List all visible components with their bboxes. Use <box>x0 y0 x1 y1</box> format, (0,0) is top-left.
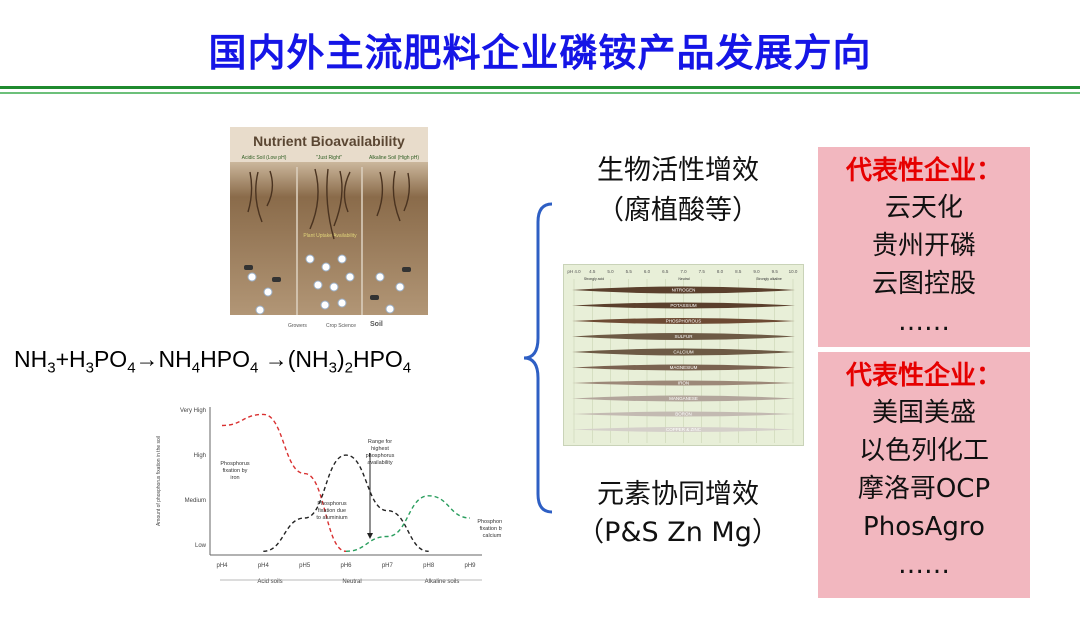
ph-tick-label: 7.0 <box>680 269 687 274</box>
x-tick-label: pH5 <box>299 563 311 569</box>
y-tick-label: Medium <box>185 498 206 504</box>
nutrient-band <box>572 348 795 356</box>
company-item: 摩洛哥OCP <box>857 474 991 504</box>
company-item: PhosAgro <box>863 512 985 542</box>
chemical-equation: NH3+H3PO4→NH4HPO4 →(NH3)2HPO4 <box>14 346 412 377</box>
nutrient-label: MAGNESIUM <box>670 365 698 370</box>
nutrient-band <box>572 380 795 386</box>
y-tick-label: Very High <box>180 408 206 414</box>
slide-title: 国内外主流肥料企业磷铵产品发展方向 <box>208 31 872 75</box>
bio-foot-text: Crop Science <box>326 323 357 329</box>
ph-tick-label: 10.0 <box>789 269 798 274</box>
ph-tick-label: 6.0 <box>644 269 651 274</box>
company-item: 云天化 <box>884 193 963 223</box>
x-tick-label: pH8 <box>423 563 435 569</box>
bio-foot-text: Growers <box>288 323 307 329</box>
x-group-label: Acid soils <box>257 579 282 585</box>
ph-tick-label: 8.0 <box>717 269 724 274</box>
nutrient-bioavailability-image: Nutrient Bioavailability Acidic Soil (Lo… <box>230 127 428 337</box>
card-heading: 代表性企业： <box>845 361 1002 391</box>
nutrient-label: COPPER & ZINC <box>666 427 702 432</box>
ellipsis: …… <box>898 307 950 337</box>
ph-tick-label: pH 4.0 <box>567 269 581 274</box>
ph-tick-label: 6.5 <box>662 269 669 274</box>
y-tick-label: Low <box>195 543 207 549</box>
title-rule-light <box>0 92 1080 94</box>
nutrient-ph-availability-chart: pH 4.0 4.5 5.0 5.5 6.0 6.5 7.0 7.5 8.0 8.5 9.0 9.5 1… <box>563 264 804 446</box>
company-item: 云图控股 <box>871 269 976 299</box>
bio-activity-line2: （腐植酸等） <box>597 195 759 226</box>
nutrient-band <box>572 427 795 432</box>
nutrient-band <box>572 318 795 324</box>
nutrient-label: PHOSPHOROUS <box>666 319 702 324</box>
bio-mid-label: Plant Uptake Availability <box>303 233 357 239</box>
nutrient-band <box>572 411 795 417</box>
ph-tick-label: 7.5 <box>699 269 706 274</box>
nutrient-band <box>572 364 795 371</box>
ellipsis: …… <box>898 550 950 580</box>
bio-col-alkaline: Alkaline Soil (High pH) <box>368 155 420 161</box>
y-axis-label: Amount of phosphorus fixation in the soi… <box>156 436 162 526</box>
ph-head-label: Strongly acid <box>584 277 604 281</box>
bio-footer-logos: Growers Crop Science Soil <box>230 315 428 337</box>
series-line <box>221 413 347 552</box>
x-tick-label: pH9 <box>464 563 476 569</box>
curly-brace <box>523 202 553 514</box>
bio-divider <box>296 167 298 317</box>
nutrient-label: IRON <box>678 381 689 386</box>
bio-activity-line1: 生物活性增效 <box>597 155 759 186</box>
ph-tick-label: 5.5 <box>626 269 633 274</box>
ph-tick-label: 4.5 <box>589 269 596 274</box>
ph-tick-label: 9.5 <box>772 269 779 274</box>
y-tick-label: High <box>194 453 206 459</box>
x-tick-label: pH7 <box>382 563 394 569</box>
foreign-companies-card: 代表性企业： 美国美盛 以色列化工 摩洛哥OCP PhosAgro …… <box>818 352 1030 598</box>
nutrient-label: MANGANESE <box>669 396 698 401</box>
element-synergy-line2: （P&S Zn Mg） <box>577 517 779 548</box>
ph-tick-label: 8.5 <box>735 269 742 274</box>
nutrient-band <box>572 286 795 294</box>
phosphorus-fixation-chart: Amount of phosphorus fixation in the soi… <box>156 407 502 585</box>
company-item: 以色列化工 <box>858 436 989 466</box>
ph-head-label: Neutral <box>678 277 690 281</box>
nutrient-band <box>572 395 795 402</box>
x-tick-label: pH4 <box>258 563 270 569</box>
bio-col-just-right: "Just Right" <box>316 155 342 161</box>
bio-roots-graphic <box>244 168 411 315</box>
element-synergy-line1: 元素协同增效 <box>597 479 759 510</box>
card-heading: 代表性企业： <box>845 156 1002 186</box>
x-group-label: Alkaline soils <box>425 579 460 585</box>
nutrient-label: NITROGEN <box>672 288 696 293</box>
bio-image-title: Nutrient Bioavailability <box>253 133 405 149</box>
ph-tick-label: 5.0 <box>607 269 614 274</box>
title-rule <box>0 86 1080 89</box>
nutrient-label: BORON <box>675 412 692 417</box>
ph-head-label: Strongly alkaline <box>756 277 782 281</box>
domestic-companies-card: 代表性企业： 云天化 贵州开磷 云图控股 …… <box>818 147 1030 347</box>
company-item: 贵州开磷 <box>871 231 976 261</box>
nutrient-band <box>572 333 795 340</box>
series-line <box>345 495 471 552</box>
bio-divider <box>361 167 363 317</box>
annotation-arrowhead <box>367 533 373 539</box>
nutrient-label: CALCIUM <box>673 350 694 355</box>
nutrient-label: SULFUR <box>674 334 693 339</box>
nutrient-label: POTASSIUM <box>670 303 696 308</box>
ph-tick-label: 9.0 <box>753 269 760 274</box>
bio-foot-text: Soil <box>370 321 383 328</box>
x-tick-label: pH6 <box>340 563 352 569</box>
bio-col-acidic: Acidic Soil (Low pH) <box>241 155 287 161</box>
series-line <box>263 454 429 552</box>
company-item: 美国美盛 <box>871 398 976 428</box>
x-tick-label: pH4 <box>216 563 228 569</box>
x-group-label: Neutral <box>342 579 361 585</box>
nutrient-band <box>572 302 795 309</box>
